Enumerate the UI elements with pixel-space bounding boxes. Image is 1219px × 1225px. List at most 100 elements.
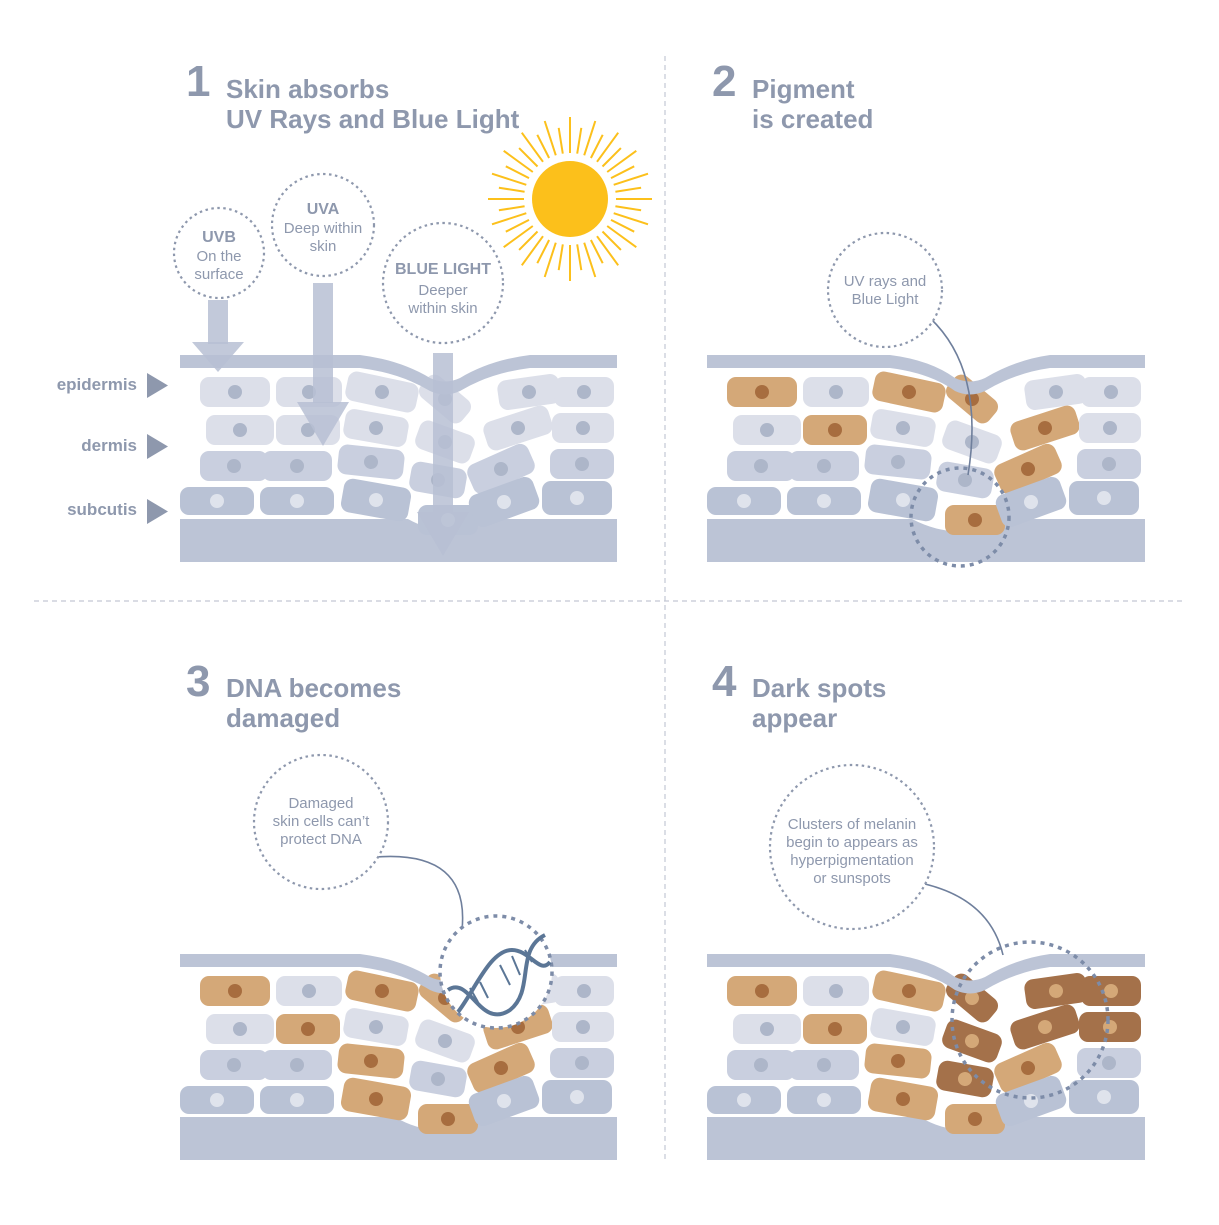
- sun-ray: [520, 132, 544, 163]
- sun-ray: [606, 225, 637, 249]
- sun-ray: [505, 165, 530, 179]
- sun-ray: [590, 239, 604, 264]
- arrow-icon: [147, 434, 168, 459]
- panel-2-title: Pigment is created: [752, 74, 873, 134]
- panel-4-number: 4: [712, 657, 737, 706]
- svg-text:subcutis: subcutis: [67, 500, 137, 519]
- svg-text:Clusters of melanin: Clusters of melanin: [788, 816, 916, 833]
- skin-cell: [803, 415, 867, 445]
- skin-cell: [200, 1050, 268, 1080]
- skin-cell: [1069, 481, 1139, 515]
- skin-cell: [727, 1050, 795, 1080]
- svg-text:or sunspots: or sunspots: [813, 870, 891, 887]
- svg-text:Damaged: Damaged: [288, 795, 353, 812]
- focus-ring-2: [909, 466, 1011, 568]
- skin-cell: [803, 377, 869, 407]
- sun-ray: [503, 149, 534, 173]
- panel-4: 4 Dark spots appear Clusters of melanin …: [707, 657, 1145, 1160]
- sun-ray: [557, 244, 564, 271]
- sun-ray: [601, 230, 622, 251]
- skin-cell: [1010, 1004, 1080, 1050]
- skin-cell: [343, 1008, 409, 1046]
- skin-cell: [733, 1014, 801, 1044]
- skin-cell: [1079, 413, 1141, 443]
- skin-cell: [262, 451, 332, 481]
- svg-text:protect DNA: protect DNA: [280, 831, 362, 848]
- layer-label-epidermis: epidermis: [57, 373, 168, 398]
- sun-ray: [613, 172, 649, 186]
- callout-bubble-2: UV rays and Blue Light: [826, 231, 944, 349]
- skin-cell: [864, 1043, 932, 1079]
- uvb-arrow: [192, 300, 244, 372]
- sun-ray: [491, 212, 527, 226]
- skin-cell: [467, 1042, 535, 1094]
- svg-text:BLUE LIGHT: BLUE LIGHT: [395, 261, 491, 278]
- skin-cell: [945, 505, 1005, 535]
- layer-label-subcutis: subcutis: [67, 499, 168, 524]
- skin-section-4: [707, 954, 1145, 1160]
- panel-3: 3 DNA becomes damaged Damaged skin cells…: [180, 657, 617, 1160]
- panel-3-number: 3: [186, 657, 210, 706]
- skin-cell: [936, 1060, 994, 1098]
- skin-cell: [206, 1014, 274, 1044]
- skin-cell: [200, 976, 270, 1006]
- panel-4-title: Dark spots appear: [752, 673, 894, 733]
- svg-text:UV rays and: UV rays and: [844, 273, 927, 290]
- skin-cell: [468, 1075, 540, 1127]
- skin-cell: [867, 478, 939, 522]
- callout-line-3: [375, 855, 464, 931]
- skin-cell: [260, 1086, 334, 1114]
- subcutis-base: [180, 519, 617, 562]
- skin-cell: [803, 976, 869, 1006]
- sun-ray: [543, 242, 557, 278]
- skin-cell: [864, 444, 932, 480]
- callout-line-4: [924, 883, 1004, 956]
- skin-cell: [787, 1086, 861, 1114]
- skin-cell: [483, 405, 553, 451]
- skin-cell: [727, 976, 797, 1006]
- panel-2-number: 2: [712, 57, 736, 106]
- skin-cell: [870, 409, 936, 447]
- skin-cell: [995, 476, 1067, 528]
- sun-ray: [615, 186, 642, 193]
- skin-cell: [1077, 1048, 1141, 1078]
- sun-ray: [610, 219, 635, 233]
- dna-icon: [438, 914, 554, 1030]
- panel-1: 1 Skin absorbs UV Rays and Blue Light: [57, 57, 652, 562]
- skin-cell: [1010, 405, 1080, 451]
- skin-cell: [415, 1019, 475, 1063]
- sun-ray: [503, 225, 534, 249]
- skin-cell: [337, 444, 405, 480]
- svg-text:within skin: within skin: [407, 300, 477, 317]
- skin-cell: [727, 377, 797, 407]
- svg-text:Deep within: Deep within: [284, 220, 362, 237]
- svg-text:hyperpigmentation: hyperpigmentation: [790, 852, 913, 869]
- svg-text:On the: On the: [196, 248, 241, 265]
- svg-text:begin to appears as: begin to appears as: [786, 834, 918, 851]
- skin-cell: [550, 1048, 614, 1078]
- skin-cell: [872, 371, 946, 413]
- skin-cell: [200, 377, 270, 407]
- skin-cell: [345, 371, 419, 413]
- sun-ray: [576, 244, 583, 271]
- skin-cell: [1079, 1012, 1141, 1042]
- skin-cell: [872, 970, 946, 1012]
- sun-ray: [498, 186, 525, 193]
- skin-cell: [803, 1014, 867, 1044]
- skin-cell: [707, 1086, 781, 1114]
- skin-cell: [1081, 377, 1141, 407]
- panel-1-title: Skin absorbs UV Rays and Blue Light: [226, 74, 520, 134]
- skin-cell: [180, 1086, 254, 1114]
- panel-3-title: DNA becomes damaged: [226, 673, 409, 733]
- skin-cell: [552, 413, 614, 443]
- skin-cell: [1081, 976, 1141, 1006]
- skin-cell: [260, 487, 334, 515]
- skin-cell: [1024, 373, 1088, 411]
- skin-cell: [206, 415, 274, 445]
- skin-cell: [550, 449, 614, 479]
- uvb-bubble: UVB On the surface: [172, 206, 266, 300]
- skin-cell: [789, 1050, 859, 1080]
- sun-ray: [583, 242, 597, 278]
- blue-light-arrow: [417, 353, 469, 556]
